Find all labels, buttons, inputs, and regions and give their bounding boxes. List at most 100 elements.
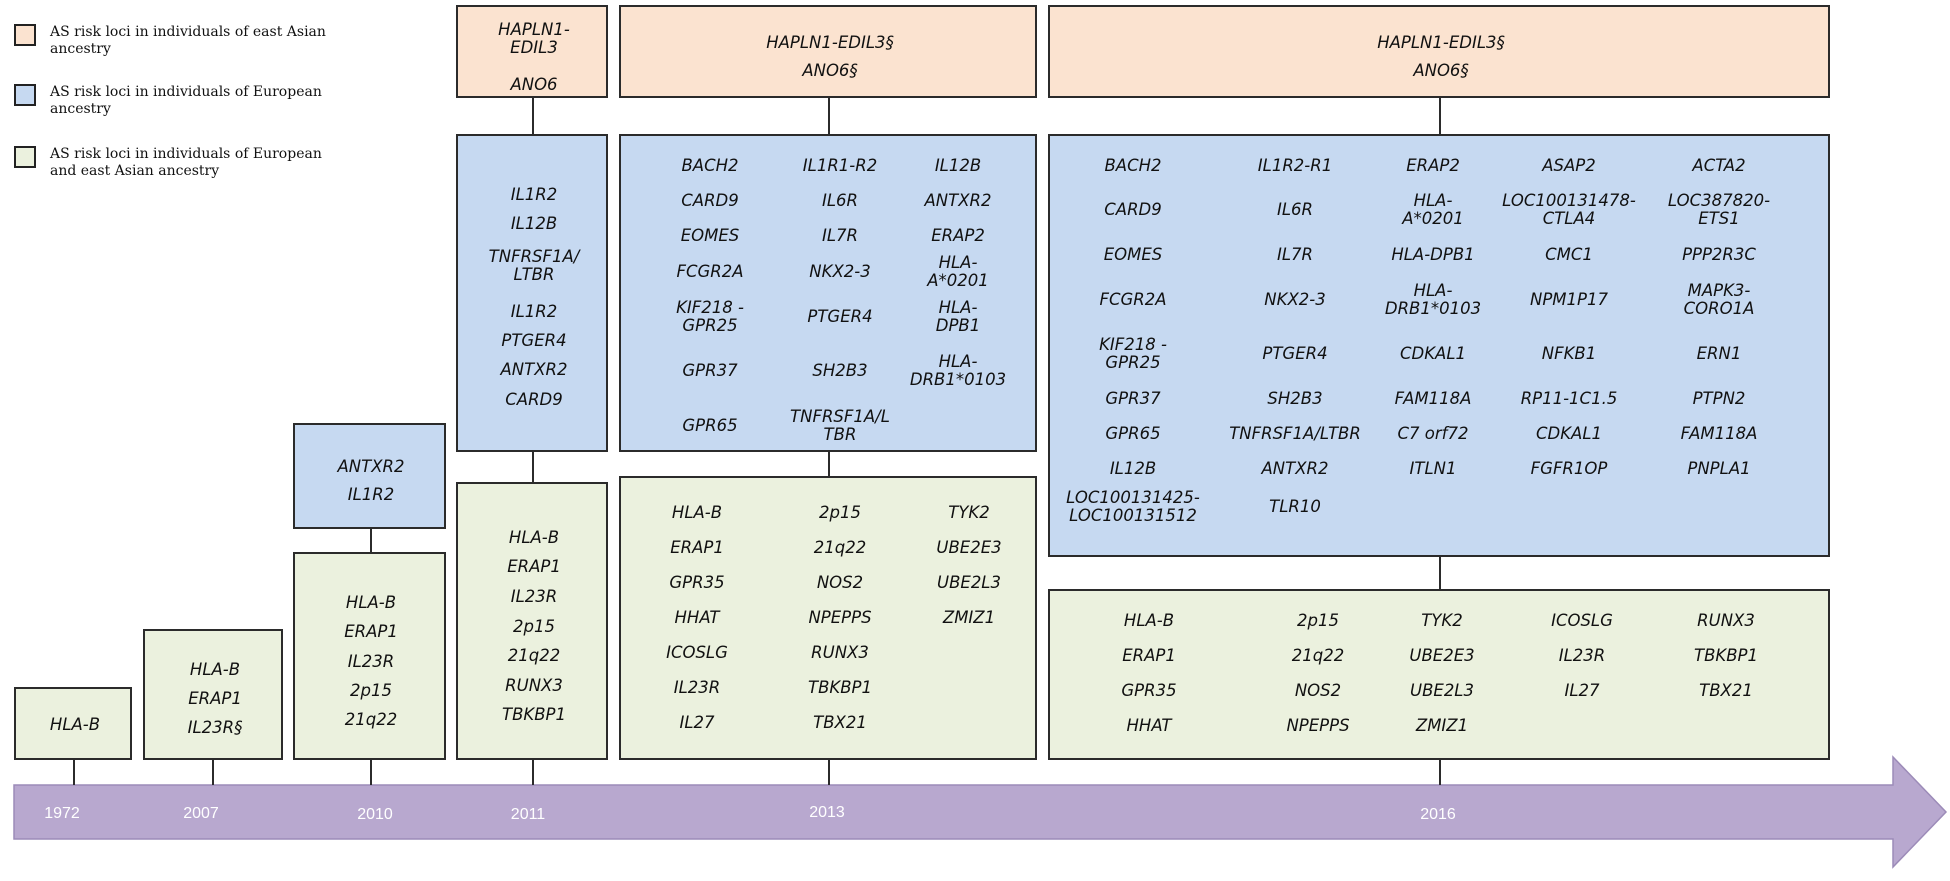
gene-label: SH2B3 [812,361,868,380]
legend-item-european: AS risk loci in individuals of European … [14,84,370,118]
gene-label: PTPN2 [1692,389,1746,408]
gene-label: EOMES [680,226,740,245]
gene-label: IL23R [347,652,395,671]
gene-label: 21q22 [1291,646,1345,665]
legend-label-european: AS risk loci in individuals of European … [50,84,322,117]
connector-2013-top [828,98,830,134]
gene-label: NPM1P17 [1530,290,1608,309]
gene-label: BACH2 [1104,156,1162,175]
box-2013-both-ancestry: HLA-B 2p15 TYK2 ERAP1 21q22 UBE2E3 GPR35… [619,476,1037,760]
gene-label: NFKB1 [1541,344,1597,363]
gene-label: ZMIZ1 [942,608,996,627]
gene-label: HHAT [1126,716,1172,735]
gene-label: HAPLN1-EDIL3§ [766,33,894,52]
gene-label: IL27 [1564,681,1600,700]
gene-label: IL1R2 [510,302,558,321]
gene-label: TNFRSF1A/L TBR [790,407,890,444]
gene-label: ANO6§ [802,61,858,80]
legend-label-both: AS risk loci in individuals of European … [50,146,322,179]
gene-label: CDKAL1 [1535,424,1603,443]
gene-label: 21q22 [813,538,867,557]
box-2010-both-ancestry: HLA-B ERAP1 IL23R 2p15 21q22 [293,552,446,760]
gene-label: ANTXR2 [924,191,992,210]
gene-label: TBKBP1 [502,705,566,724]
gene-label: HLA-B [1123,611,1175,630]
gene-label: IL23R [1558,646,1606,665]
gene-label: RUNX3 [505,676,563,695]
connector-2010 [370,760,372,785]
gene-label: TNFRSF1A/LTBR [1229,424,1361,443]
gene-label: RP11-1C1.5 [1520,389,1618,408]
gene-label: IL1R1-R2 [802,156,878,175]
gene-label: IL23R§ [187,718,243,737]
gene-label: MAPK3-CORO1A [1683,281,1755,318]
box-2010-european: ANTXR2 IL1R2 [293,423,446,529]
gene-label: HLA-DPB1 [1391,245,1475,264]
box-2011-european: IL1R2 IL12B TNFRSF1A/ LTBR IL1R2 PTGER4 … [456,134,608,452]
gene-label: TBKBP1 [808,678,872,697]
gene-label: HLA- DRB1*0103 [1384,281,1482,318]
connector-2016 [1439,760,1441,785]
gene-label: CMC1 [1545,245,1593,264]
box-2016-both-ancestry: HLA-B 2p15 TYK2 ICOSLG RUNX3 ERAP1 21q22… [1048,589,1830,760]
gene-label: ANTXR2 [1261,459,1329,478]
connector-2013 [828,760,830,785]
gene-label: HHAT [674,608,720,627]
gene-label: ICOSLG [666,643,728,662]
connector-2011-top [532,98,534,134]
year-label-2010: 2010 [357,806,393,823]
gene-label: IL12B [934,156,982,175]
gene-label: ACTA2 [1692,156,1746,175]
gene-label: NKX2-3 [1264,290,1326,309]
gene-label: ERAP1 [188,689,242,708]
gene-label: HLA-A*0201 [927,253,989,290]
gene-label: 21q22 [344,710,398,729]
gene-label: IL6R [1276,200,1314,219]
gene-label: 21q22 [507,646,561,665]
gene-label: NOS2 [816,573,864,592]
gene-label: PNPLA1 [1687,459,1751,478]
box-2013-east-asian: HAPLN1-EDIL3§ ANO6§ [619,5,1037,98]
connector-2011-mid [532,452,534,482]
gene-label: IL7R [1276,245,1314,264]
connector-2010-top [370,529,372,552]
gene-label: IL23R [673,678,721,697]
year-label-2011: 2011 [510,806,546,823]
gene-label: NOS2 [1294,681,1342,700]
gene-label: GPR35 [669,573,725,592]
gene-label: HLA-DPB1 [935,298,981,335]
gene-label: HLA-B [671,503,723,522]
legend-swatch-european [14,84,36,106]
gene-label: ERAP1 [344,622,398,641]
connector-2016-top [1439,98,1441,134]
gene-label: IL1R2-R1 [1257,156,1333,175]
gene-label: ASAP2 [1542,156,1596,175]
gene-label: GPR37 [682,361,738,380]
gene-label: CDKAL1 [1399,344,1467,363]
gene-label: GPR65 [682,416,738,435]
gene-label: FAM118A [1394,389,1472,408]
gene-label: TLR10 [1269,497,1321,516]
gene-label: ERAP1 [1122,646,1176,665]
gene-label: TBKBP1 [1694,646,1758,665]
gene-label: TBX21 [1699,681,1753,700]
gene-label: PTGER4 [1262,344,1328,363]
gene-label: ERN1 [1696,344,1742,363]
gene-label: RUNX3 [1697,611,1755,630]
gene-label: FCGR2A [676,262,744,281]
legend-item-east-asian: AS risk loci in individuals of east Asia… [14,24,370,58]
gene-label: IL12B [1109,459,1157,478]
gene-label: NPEPPS [808,608,872,627]
gene-label: PTGER4 [807,307,873,326]
gene-label: PTGER4 [501,331,567,350]
box-2011-east-asian: HAPLN1- EDIL3 ANO6 [456,5,608,98]
gene-label: LOC100131425- LOC100131512 [1066,488,1200,525]
legend-swatch-east-asian [14,24,36,46]
gene-label: EOMES [1103,245,1163,264]
gene-label: LOC387820-ETS1 [1667,191,1771,228]
gene-label: 2p15 [1297,611,1339,630]
gene-label: 2p15 [819,503,861,522]
gene-label: HLA-B [508,528,560,547]
year-label-1972: 1972 [44,805,80,822]
